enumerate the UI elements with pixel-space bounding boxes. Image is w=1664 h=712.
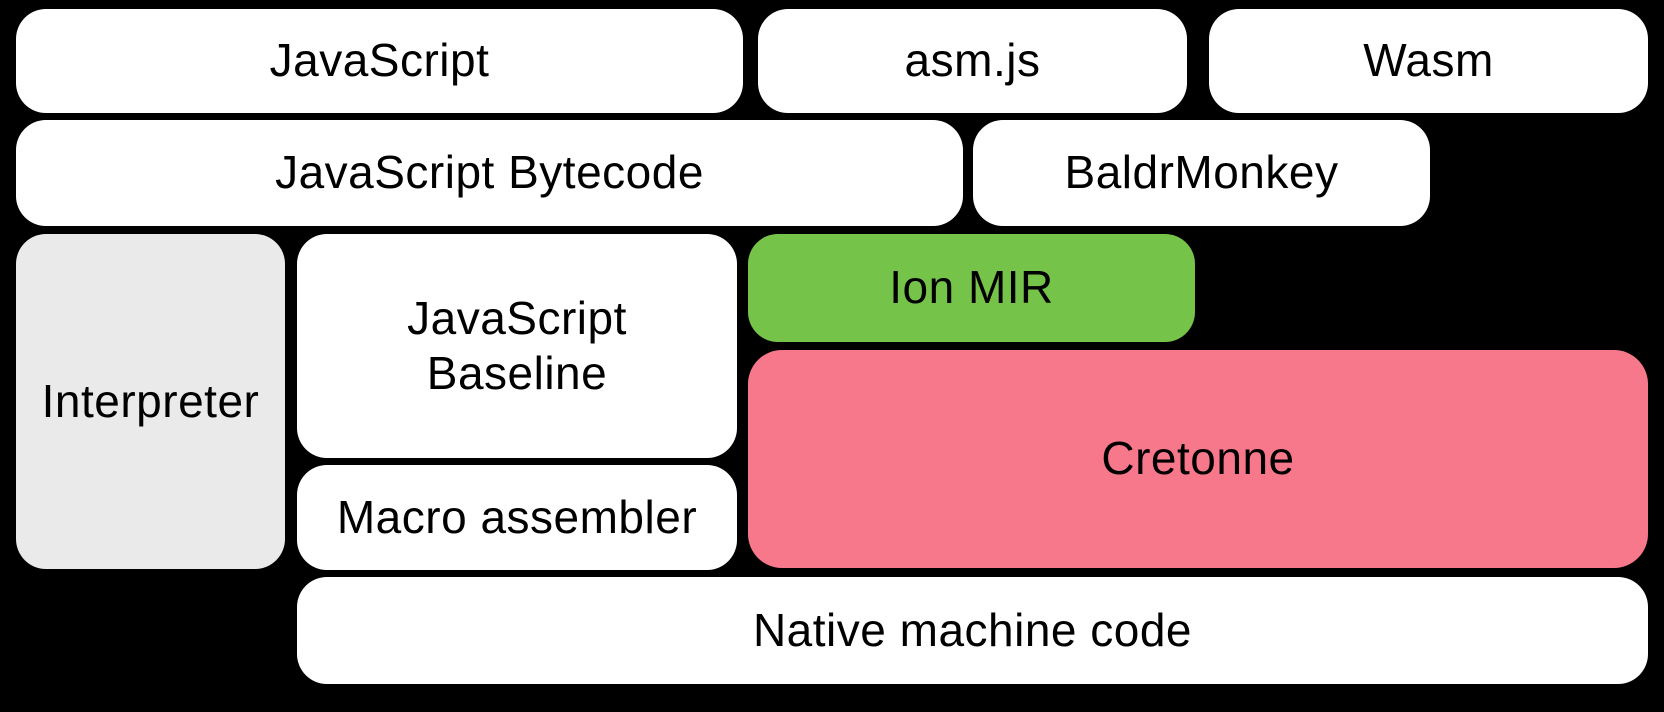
- node-macro-assembler: Macro assembler: [297, 465, 737, 570]
- node-asm-js-label: asm.js: [904, 34, 1041, 87]
- node-javascript-baseline-label: JavaScript Baseline: [407, 291, 627, 399]
- node-cretonne-label: Cretonne: [1101, 432, 1295, 485]
- node-interpreter-label: Interpreter: [41, 374, 260, 427]
- node-javascript-label: JavaScript: [269, 34, 490, 87]
- node-interpreter: Interpreter: [16, 234, 285, 569]
- node-native-machine-code: Native machine code: [297, 577, 1648, 684]
- node-ion-mir: Ion MIR: [748, 234, 1195, 342]
- node-macro-assembler-label: Macro assembler: [336, 490, 698, 543]
- node-javascript-bytecode-label: JavaScript Bytecode: [275, 146, 704, 199]
- node-javascript-bytecode: JavaScript Bytecode: [16, 120, 963, 226]
- node-native-machine-code-label: Native machine code: [752, 603, 1193, 656]
- node-javascript-baseline: JavaScript Baseline: [297, 234, 737, 458]
- node-cretonne: Cretonne: [748, 350, 1648, 568]
- node-wasm-label: Wasm: [1363, 34, 1494, 87]
- node-asm-js: asm.js: [758, 9, 1187, 113]
- node-wasm: Wasm: [1209, 9, 1648, 113]
- node-baldrmonkey: BaldrMonkey: [973, 120, 1430, 226]
- node-javascript: JavaScript: [16, 9, 743, 113]
- node-baldrmonkey-label: BaldrMonkey: [1064, 146, 1339, 199]
- node-ion-mir-label: Ion MIR: [889, 261, 1054, 314]
